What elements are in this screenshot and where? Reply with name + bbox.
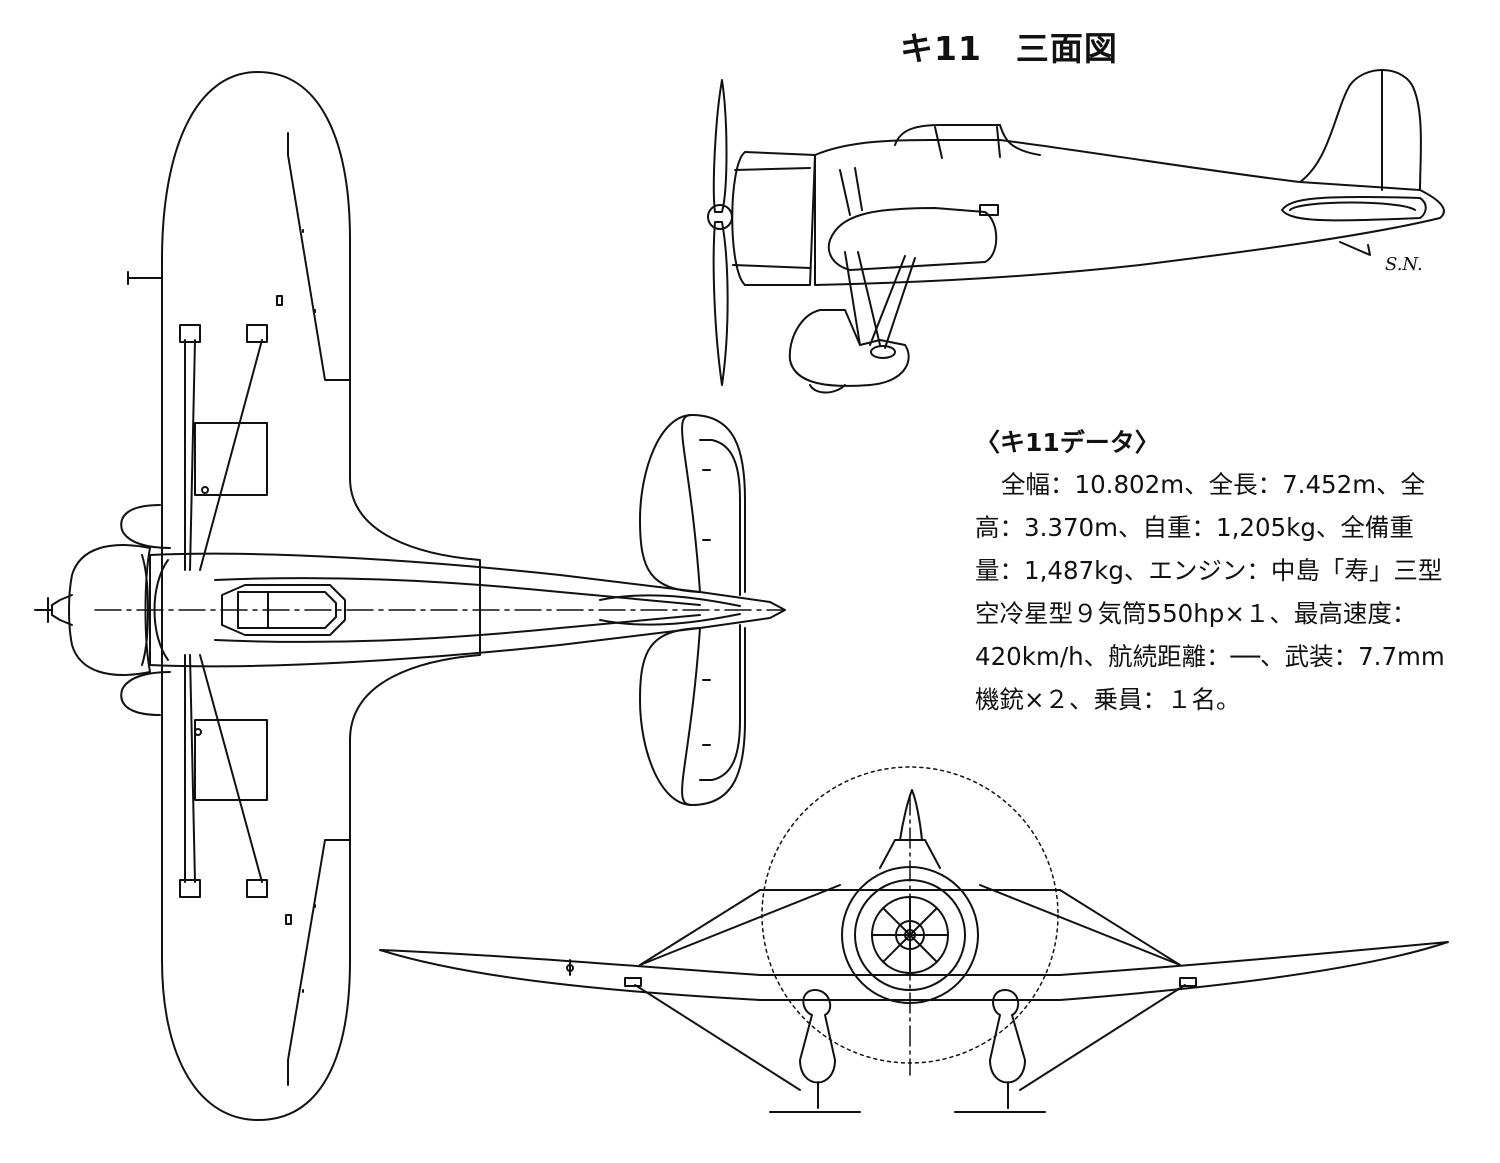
specifications-line: 高：3.370m、自重：1,205kg、全備重 xyxy=(975,513,1414,542)
top-view-aileron-upper xyxy=(287,132,351,381)
specifications-line: 空冷星型９気筒550hp×１、最高速度： xyxy=(975,599,1417,628)
side-view-wing xyxy=(827,207,998,271)
side-view-spat xyxy=(788,309,910,387)
side-view-fuselage xyxy=(814,139,1445,286)
top-view-spat-lower xyxy=(120,671,171,716)
specifications-heading: 〈キ11データ〉 xyxy=(975,428,1160,457)
front-view-gear-right xyxy=(989,989,1026,1084)
top-view-flap-lower xyxy=(194,719,268,801)
drawing-title: キ11 三面図 xyxy=(900,29,1118,68)
top-view-wing xyxy=(161,71,481,1121)
top-view xyxy=(34,71,786,1121)
specifications-line: 全幅：10.802m、全長：7.452m、全 xyxy=(1001,470,1426,499)
front-view-wing xyxy=(379,941,1449,1001)
top-view-flap-upper xyxy=(194,422,268,496)
side-view-signature: S.N. xyxy=(1385,254,1423,275)
front-view-gear-left xyxy=(799,989,836,1084)
top-view-tailplane-upper xyxy=(681,414,746,593)
top-view-spat-upper xyxy=(120,504,171,549)
specifications-line: 420km/h、航続距離：──、武装：7.7mm xyxy=(975,642,1445,671)
specifications-block: 〈キ11データ〉 全幅：10.802m、全長：7.452m、全 高：3.370m… xyxy=(975,423,1465,721)
side-view-propeller xyxy=(712,79,728,213)
side-view-canopy xyxy=(894,124,1041,156)
top-view-fuselage xyxy=(149,552,786,668)
specifications-line: 量：1,487kg、エンジン：中島「寿」三型 xyxy=(975,556,1443,585)
front-view xyxy=(379,766,1449,1113)
top-view-aileron-lower xyxy=(287,839,351,1086)
specifications-line: 機銃×２、乗員：１名。 xyxy=(975,685,1241,714)
front-view-fin xyxy=(899,789,923,841)
top-view-cockpit xyxy=(221,584,346,636)
top-view-cowling xyxy=(68,544,151,676)
top-view-tailplane-lower xyxy=(681,627,746,806)
side-view-cowling xyxy=(731,151,816,286)
side-view-fin xyxy=(1299,69,1422,191)
side-view: S.N. xyxy=(707,69,1445,394)
